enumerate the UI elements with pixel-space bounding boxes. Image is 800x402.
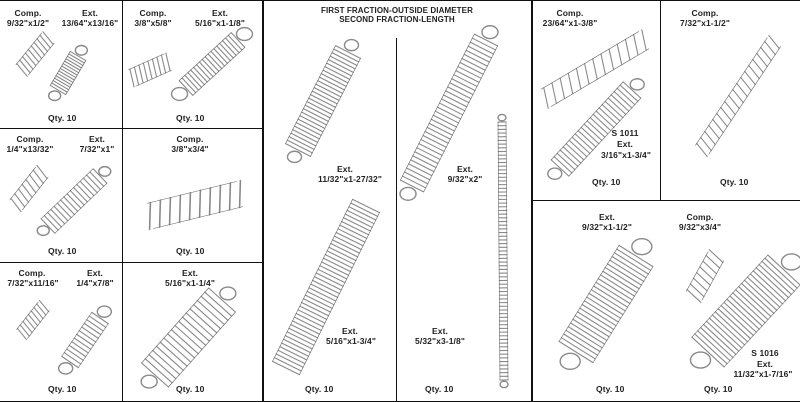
divider: [532, 200, 800, 201]
divider: [0, 262, 262, 263]
extension-spring: [284, 38, 362, 164]
qty-label: Qty. 10: [305, 384, 334, 394]
extension-spring: [547, 78, 645, 180]
comp-size: 9/32"x1/2": [6, 18, 50, 28]
divider: [262, 0, 264, 402]
comp-size: 7/32"x1-1/2": [680, 18, 730, 28]
extension-spring: [399, 25, 499, 201]
ext-title: Ext.: [757, 359, 773, 369]
ext-title: Ext.: [617, 139, 633, 149]
header-line-2: SECOND FRACTION-LENGTH: [339, 15, 455, 24]
ext-size: 11/32"x1-7/16": [733, 369, 793, 379]
extension-spring: [558, 237, 654, 371]
ext-size: 1/4"x7/8": [76, 278, 114, 288]
ext-size: 13/64"x13/16": [61, 18, 119, 28]
comp-title: Comp.: [556, 8, 584, 18]
qty-label: Qty. 10: [720, 177, 749, 187]
ext-size: 9/32"x2": [447, 174, 483, 184]
ext-size: 3/16"x1-3/4": [601, 150, 651, 160]
ext-size: 9/32"x1-1/2": [582, 222, 632, 232]
ext-size: 5/16"x1-3/4": [326, 336, 376, 346]
qty-label: Qty. 10: [704, 384, 733, 394]
qty-label: Qty. 10: [176, 384, 205, 394]
extension-spring: [497, 113, 509, 389]
qty-label: Qty. 10: [176, 113, 205, 123]
comp-title: Comp.: [691, 8, 719, 18]
compression-spring: [146, 179, 244, 231]
extension-spring: [57, 305, 113, 375]
qty-label: Qty. 10: [48, 246, 77, 256]
ext-title: Ext.: [182, 268, 198, 278]
comp-size: 7/32"x11/16": [7, 278, 59, 288]
compression-spring: [695, 34, 781, 158]
ext-size: 5/32"x3-1/8": [415, 336, 465, 346]
divider: [660, 0, 661, 200]
qty-label: Qty. 10: [425, 384, 454, 394]
ext-title: Ext.: [599, 212, 615, 222]
header-line-1: FIRST FRACTION-OUTSIDE DIAMETER: [321, 6, 473, 15]
qty-label: Qty. 10: [592, 177, 621, 187]
extension-spring: [36, 165, 112, 237]
ext-title: Ext.: [212, 8, 228, 18]
ext-title: Ext.: [432, 326, 448, 336]
extension-spring: [140, 286, 237, 389]
comp-title: Comp.: [14, 8, 42, 18]
product-code: S 1016: [751, 348, 779, 358]
extension-spring: [170, 26, 254, 102]
compression-spring: [16, 299, 50, 341]
comp-title: Comp.: [176, 134, 204, 144]
divider: [531, 0, 533, 402]
ext-title: Ext.: [89, 134, 105, 144]
ext-title: Ext.: [82, 8, 98, 18]
comp-title: Comp.: [16, 134, 44, 144]
ext-title: Ext.: [457, 164, 473, 174]
qty-label: Qty. 10: [596, 384, 625, 394]
compression-spring: [540, 29, 650, 109]
extension-spring: [272, 198, 380, 376]
comp-size: 9/32"x3/4": [678, 222, 722, 232]
ext-size: 5/16"x1-1/8": [195, 18, 245, 28]
qty-label: Qty. 10: [176, 246, 205, 256]
compression-spring: [685, 249, 725, 303]
ext-size: 11/32"x1-27/32": [318, 174, 382, 184]
comp-title: Comp.: [686, 212, 714, 222]
comp-title: Comp.: [139, 8, 167, 18]
compression-spring: [15, 31, 55, 77]
divider: [0, 128, 262, 129]
comp-size: 23/64"x1-3/8": [542, 18, 598, 28]
comp-size: 3/8"x3/4": [171, 144, 209, 154]
ext-title: Ext.: [337, 164, 353, 174]
ext-size: 7/32"x1": [79, 144, 115, 154]
divider: [0, 0, 800, 1]
ext-size: 5/16"x1-1/4": [165, 278, 215, 288]
comp-size: 3/8"x5/8": [134, 18, 172, 28]
divider: [122, 0, 123, 402]
ext-title: Ext.: [87, 268, 103, 278]
qty-label: Qty. 10: [48, 113, 77, 123]
qty-label: Qty. 10: [48, 384, 77, 394]
divider: [396, 38, 397, 402]
compression-spring: [9, 164, 49, 213]
extension-spring: [47, 44, 89, 102]
compression-spring: [128, 52, 172, 88]
product-code: S 1011: [611, 128, 639, 138]
ext-title: Ext.: [342, 326, 358, 336]
comp-size: 1/4"x13/32": [6, 144, 54, 154]
comp-title: Comp.: [18, 268, 46, 278]
extension-spring: [689, 253, 800, 369]
